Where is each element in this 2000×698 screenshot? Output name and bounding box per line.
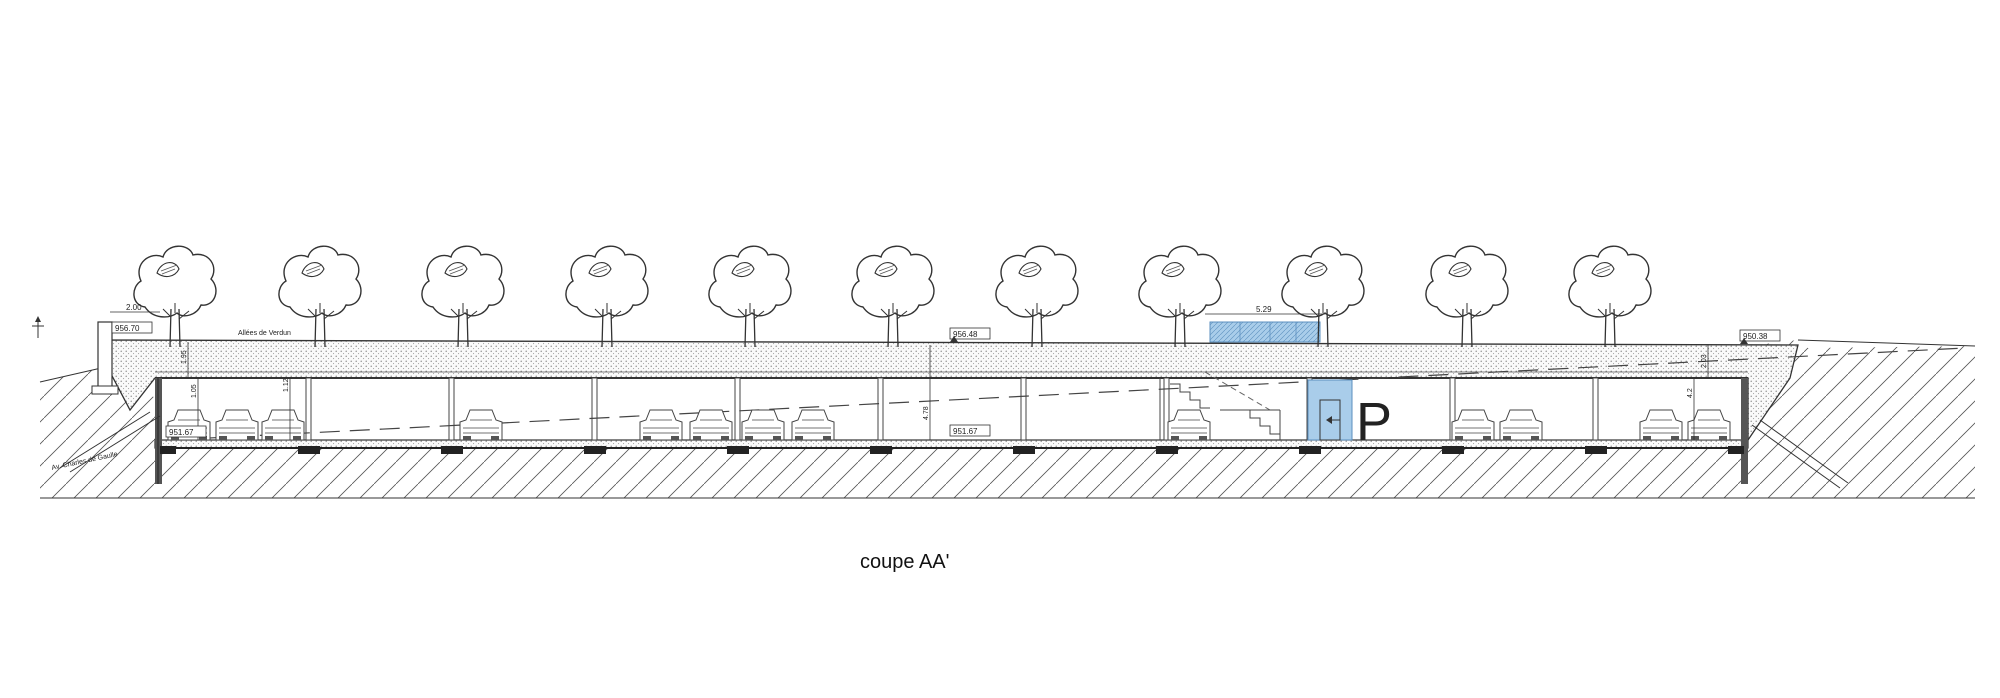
dim-height-left2: 1.12: [283, 378, 290, 392]
dim-height-right: 4.2: [1687, 388, 1694, 398]
level-floor-left: 951.67: [169, 428, 194, 437]
dim-stair-width: 5.29: [1256, 305, 1272, 314]
level-middle-top: 956.48: [953, 330, 978, 339]
north-arrow-icon: [32, 316, 44, 338]
trees: [133, 245, 1652, 348]
dim-left-offset: 2.00: [126, 303, 142, 312]
stair-core: [1159, 371, 1281, 440]
dim-height-center: 4.78: [923, 406, 930, 420]
floor-slab: [154, 439, 1749, 449]
dim-slab-mid: 1.95: [181, 350, 188, 364]
dim-slab-right: 2.03: [1701, 354, 1708, 368]
left-edge: [59, 321, 1849, 489]
dim-height-left: 1.05: [191, 384, 198, 398]
elevator-shaft: [1307, 379, 1353, 441]
parked-cars: [167, 409, 1731, 441]
level-left-top: 956.70: [115, 324, 140, 333]
ground-soil: [39, 339, 1976, 499]
level-tags: [111, 321, 1781, 438]
outer-walls: [155, 378, 1748, 484]
drawing-caption: coupe AA': [860, 551, 950, 573]
level-right-top: 950.38: [1743, 332, 1768, 341]
level-floor-middle: 951.67: [953, 427, 978, 436]
dimension-lines: [110, 311, 1709, 440]
columns: [160, 377, 1744, 454]
street-top-label: Allées de Verdun: [238, 330, 291, 337]
rooftop-pavilion: [1209, 321, 1321, 343]
parking-sign: P: [1356, 392, 1392, 452]
